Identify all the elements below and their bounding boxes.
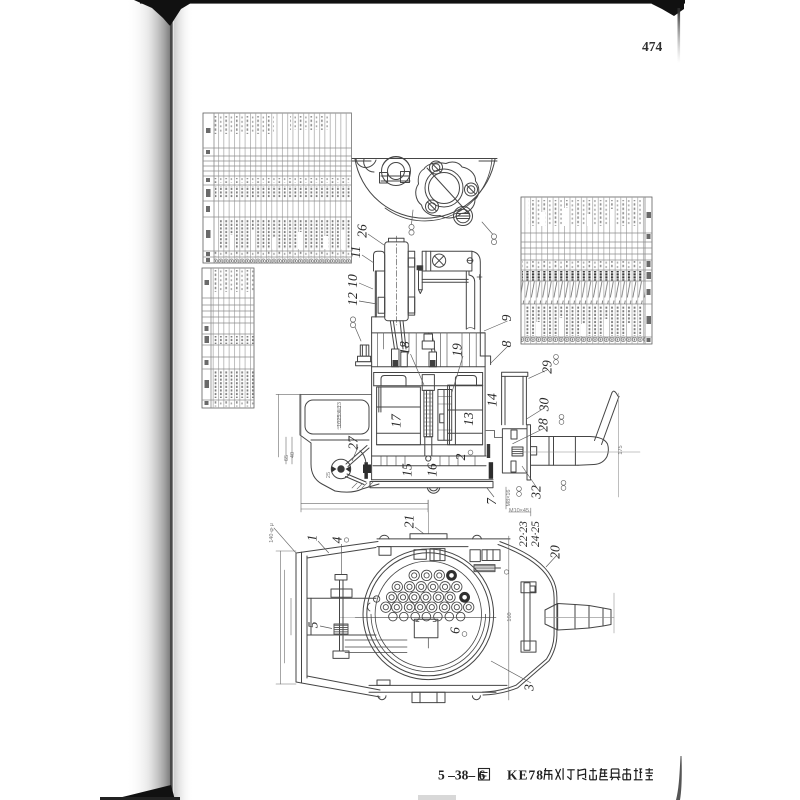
svg-text:17: 17 — [389, 413, 404, 428]
svg-text:13: 13 — [461, 412, 476, 426]
svg-text:474: 474 — [642, 39, 663, 54]
svg-text:24·25: 24·25 — [530, 521, 542, 547]
svg-text:29: 29 — [540, 360, 555, 374]
svg-text:28: 28 — [536, 418, 551, 432]
svg-text:40: 40 — [290, 452, 296, 458]
svg-text:22·23: 22·23 — [518, 521, 530, 547]
svg-text:KE78: KE78 — [507, 768, 544, 783]
svg-text:32: 32 — [529, 485, 544, 500]
svg-text:30: 30 — [537, 398, 552, 413]
svg-text:7: 7 — [484, 497, 499, 505]
svg-text:8: 8 — [499, 340, 514, 347]
svg-text:M8×16: M8×16 — [506, 490, 512, 507]
svg-text:M10×45: M10×45 — [509, 508, 529, 514]
svg-text:21: 21 — [402, 515, 417, 529]
svg-text:11: 11 — [348, 246, 363, 259]
svg-text:3: 3 — [522, 684, 537, 692]
svg-text:140·φ·μ: 140·φ·μ — [269, 523, 275, 543]
svg-text:15: 15 — [400, 463, 415, 477]
svg-text:27: 27 — [346, 435, 361, 450]
svg-text:2: 2 — [453, 453, 468, 460]
svg-text:4: 4 — [330, 536, 345, 543]
svg-text:18: 18 — [397, 341, 412, 355]
svg-text:6: 6 — [448, 627, 463, 634]
svg-text:1: 1 — [305, 535, 320, 542]
svg-text:14: 14 — [485, 393, 500, 407]
svg-text:160: 160 — [507, 612, 513, 621]
svg-text:175: 175 — [618, 445, 624, 454]
svg-text:25: 25 — [326, 472, 332, 478]
svg-text:12: 12 — [345, 292, 360, 306]
svg-text:65: 65 — [284, 455, 290, 461]
svg-text:::1025:4-13: ::1025:4-13 — [337, 402, 343, 430]
svg-text:9: 9 — [499, 314, 514, 321]
svg-text:5: 5 — [306, 621, 321, 628]
svg-text:19: 19 — [450, 343, 465, 357]
svg-text:5 –38– 6: 5 –38– 6 — [438, 768, 486, 783]
svg-text:10: 10 — [345, 274, 360, 288]
svg-text:20: 20 — [548, 545, 563, 559]
svg-text:26: 26 — [355, 224, 370, 238]
svg-text:16: 16 — [425, 463, 440, 477]
